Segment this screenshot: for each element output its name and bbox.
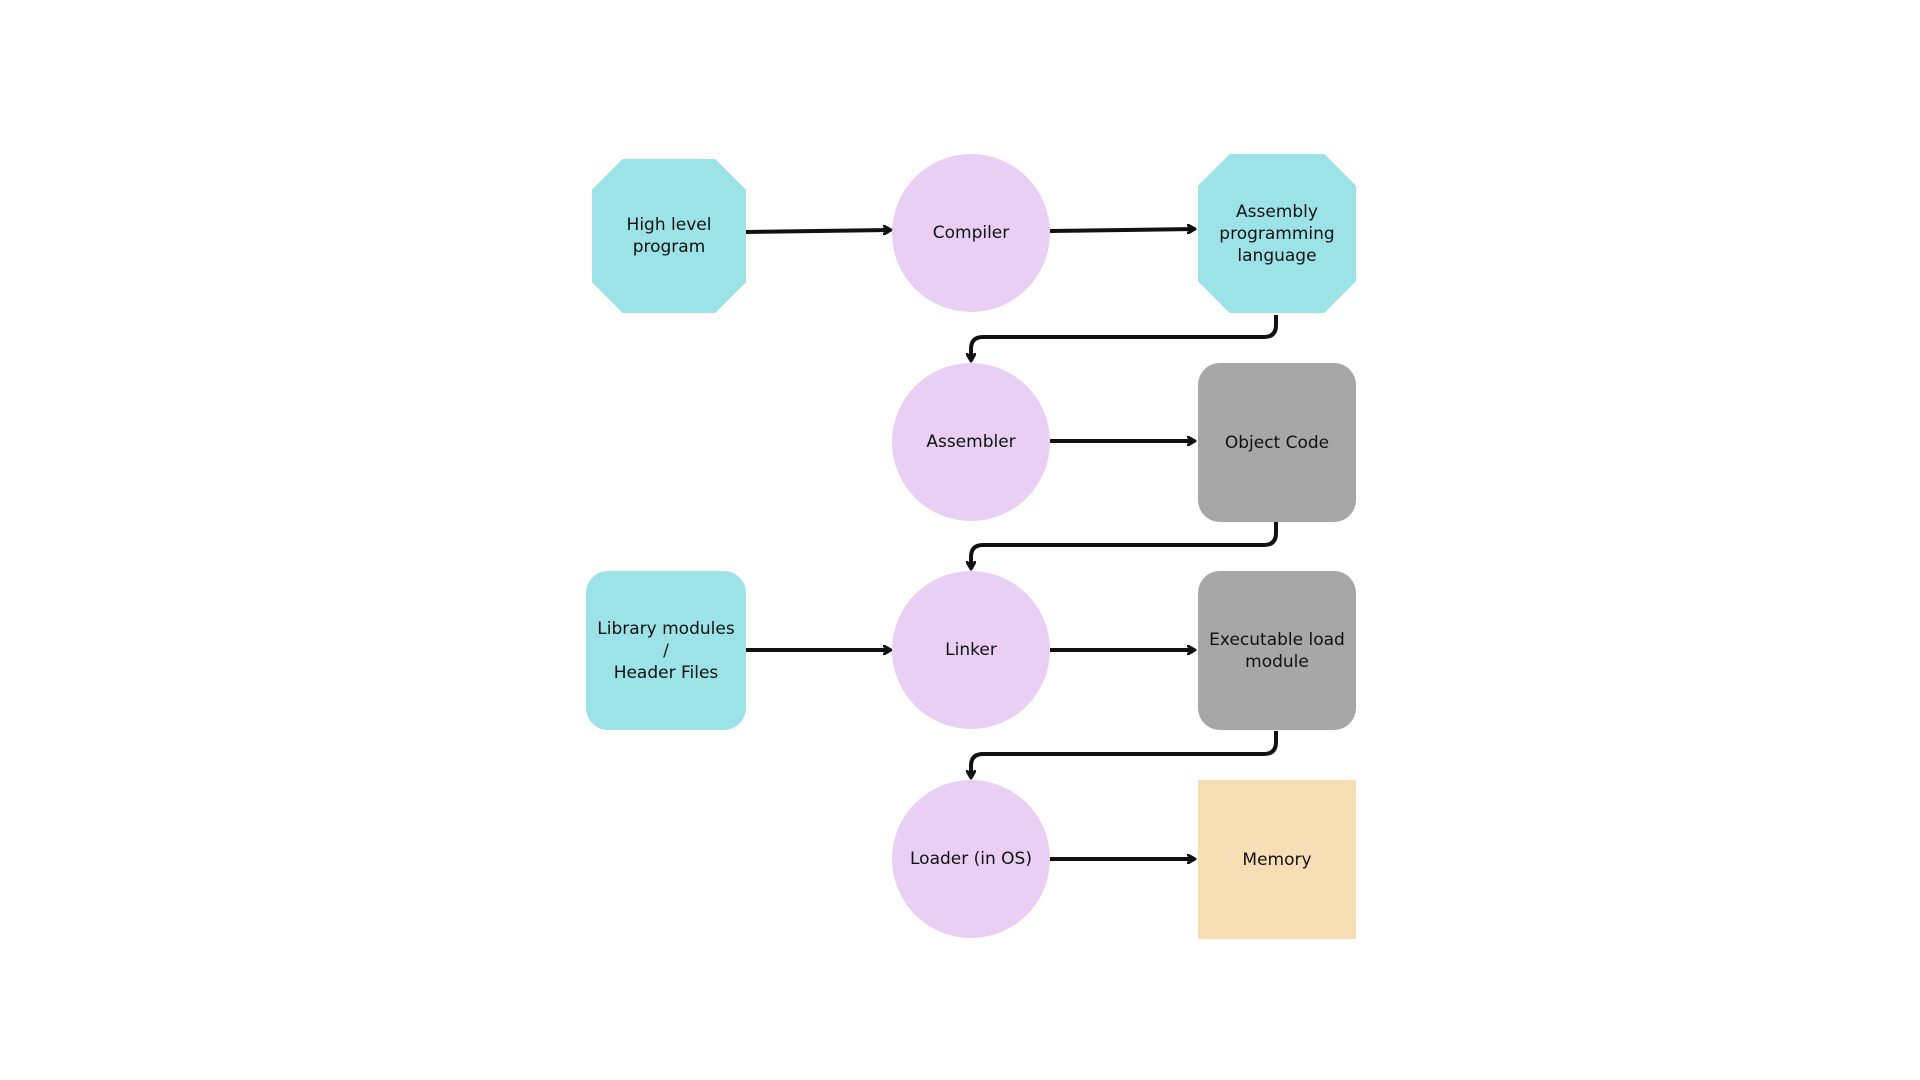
node-linker: Linker bbox=[892, 571, 1050, 729]
edge-object-code-to-linker bbox=[971, 522, 1278, 568]
node-object-code: Object Code bbox=[1198, 363, 1356, 522]
node-loader: Loader (in OS) bbox=[892, 780, 1050, 938]
node-high-level-program: High level program bbox=[592, 159, 746, 313]
node-memory: Memory bbox=[1198, 780, 1356, 939]
node-executable-module: Executable load module bbox=[1198, 571, 1356, 730]
edge-executable-to-loader bbox=[971, 731, 1278, 777]
edge-high-level-to-compiler bbox=[745, 230, 890, 232]
node-assembly-language: Assembly programming language bbox=[1198, 154, 1356, 313]
node-library-modules: Library modules / Header Files bbox=[586, 571, 746, 730]
edge-assembly-to-assembler bbox=[971, 315, 1278, 360]
edge-compiler-to-assembly bbox=[1049, 229, 1194, 231]
node-assembler: Assembler bbox=[892, 363, 1050, 521]
node-compiler: Compiler bbox=[892, 154, 1050, 312]
